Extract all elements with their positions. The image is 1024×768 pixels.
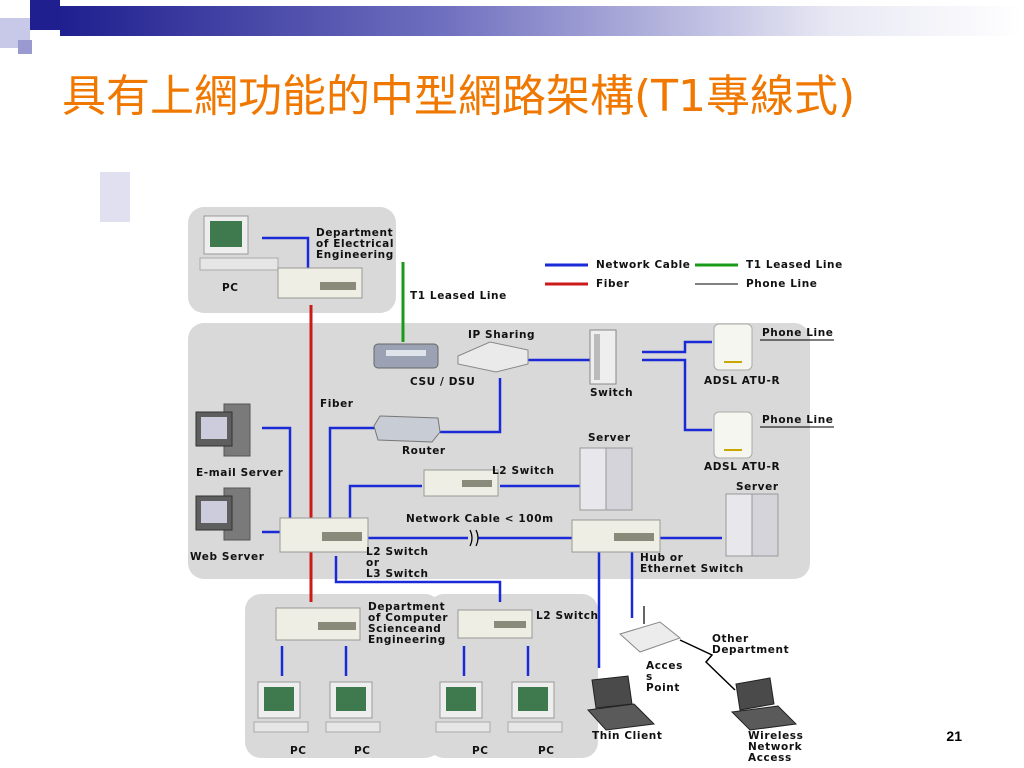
legend-network-cable-label: Network Cable xyxy=(596,259,691,271)
label-l2-switch-mid: L2 Switch xyxy=(492,465,555,477)
label-hub: Hub or Ethernet Switch xyxy=(640,552,744,575)
label-dept-cs: Department of Computer Scienceand Engine… xyxy=(368,601,449,646)
slide-title: 具有上網功能的中型網路架構(T1專線式) xyxy=(62,71,856,122)
label-email-server: E-mail Server xyxy=(196,467,284,479)
label-pc-bottom-2: PC xyxy=(354,745,371,757)
label-access-point: Acces s Point xyxy=(646,660,683,694)
label-other-dept: Other Department xyxy=(712,633,790,656)
label-switch: Switch xyxy=(590,387,634,399)
legend-t1-label: T1 Leased Line xyxy=(746,259,843,271)
label-pc-top: PC xyxy=(222,282,239,294)
wireless-laptop xyxy=(730,677,798,731)
label-pc-bottom-1: PC xyxy=(290,745,307,757)
csu-dsu-device xyxy=(373,343,439,369)
label-pc-bottom-4: PC xyxy=(538,745,555,757)
adsl-modem-2 xyxy=(713,411,753,459)
label-phone-line-2: Phone Line xyxy=(762,414,834,426)
page-number: 21 xyxy=(946,728,962,744)
router-device xyxy=(373,415,441,443)
wireless-link xyxy=(679,639,736,691)
label-server-right: Server xyxy=(736,481,779,493)
label-router: Router xyxy=(402,445,446,457)
label-l2-switch-bottom: L2 Switch xyxy=(536,610,599,622)
thin-client-laptop xyxy=(586,675,656,731)
label-fiber: Fiber xyxy=(320,398,354,410)
label-network-cable-100m: Network Cable < 100m xyxy=(406,513,554,525)
label-adsl-2: ADSL ATU-R xyxy=(704,461,781,473)
label-ip-sharing: IP Sharing xyxy=(468,329,536,341)
label-phone-line-1: Phone Line xyxy=(762,327,834,339)
label-server-mid: Server xyxy=(588,432,631,444)
label-web-server: Web Server xyxy=(190,551,265,563)
label-wireless: Wireless Network Access xyxy=(748,730,804,764)
decor-square-small xyxy=(18,40,32,54)
decor-square-dark xyxy=(30,0,60,30)
access-point-device xyxy=(619,606,682,653)
cable-break-mark xyxy=(469,529,479,547)
label-csu-dsu: CSU / DSU xyxy=(410,376,476,388)
server-right xyxy=(725,493,779,557)
label-dept-ee: Department of Electrical Engineering xyxy=(316,227,395,261)
label-adsl-1: ADSL ATU-R xyxy=(704,375,781,387)
label-t1-line: T1 Leased Line xyxy=(410,290,507,302)
ip-sharing-device xyxy=(457,341,529,373)
switch-dept-ee xyxy=(277,267,363,299)
pc-top xyxy=(199,215,279,271)
label-l2l3-switch: L2 Switch or L3 Switch xyxy=(366,546,429,580)
web-server-device xyxy=(195,487,251,541)
label-pc-bottom-3: PC xyxy=(472,745,489,757)
header-gradient-bar xyxy=(60,6,1024,36)
email-server-device xyxy=(195,403,251,457)
l2-switch-bottom xyxy=(457,609,533,639)
pc-bottom-1 xyxy=(253,681,309,733)
pc-bottom-2 xyxy=(325,681,381,733)
adsl-modem-1 xyxy=(713,323,753,371)
region-core xyxy=(188,323,810,579)
legend-fiber-label: Fiber xyxy=(596,278,630,290)
switch-tower xyxy=(589,329,617,385)
legend-phone-line-label: Phone Line xyxy=(746,278,818,290)
decor-square-pale xyxy=(100,172,130,222)
pc-bottom-3 xyxy=(435,681,491,733)
hub-device xyxy=(571,519,661,553)
server-mid xyxy=(579,447,633,511)
l2-switch-mid xyxy=(423,469,499,497)
l2l3-switch xyxy=(279,517,369,553)
switch-dept-cs xyxy=(275,607,361,641)
label-thin-client: Thin Client xyxy=(592,730,663,742)
pc-bottom-4 xyxy=(507,681,563,733)
